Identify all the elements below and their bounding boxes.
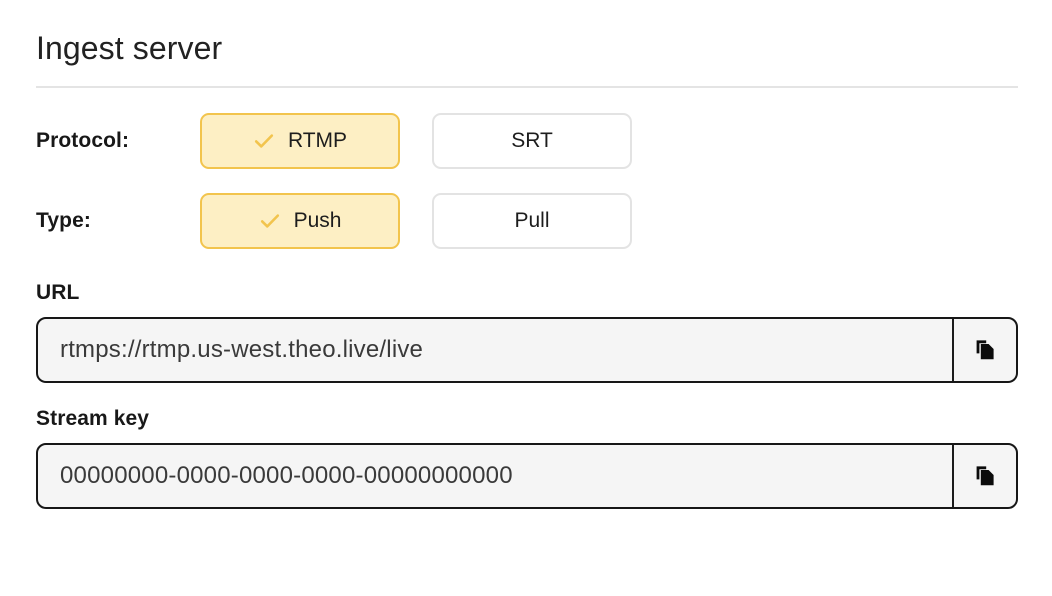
copy-icon [972, 463, 998, 489]
protocol-option-rtmp[interactable]: RTMP [200, 113, 400, 170]
protocol-label: Protocol: [36, 129, 130, 153]
check-icon [253, 130, 275, 152]
stream-key-label: Stream key [36, 407, 150, 431]
copy-icon [972, 337, 998, 363]
url-field-block: URL rtmps://rtmp.us-west.theo.live/live [36, 281, 1018, 384]
protocol-row: Protocol: RTMP SRT [36, 113, 1016, 170]
url-field[interactable]: rtmps://rtmp.us-west.theo.live/live [36, 317, 1018, 384]
url-value[interactable]: rtmps://rtmp.us-west.theo.live/live [60, 336, 424, 364]
type-option-push[interactable]: Push [200, 193, 400, 250]
protocol-option-srt-label: SRT [511, 129, 553, 153]
type-option-push-label: Push [293, 209, 342, 233]
protocol-option-srt[interactable]: SRT [432, 113, 632, 170]
stream-key-field-divider [952, 445, 954, 508]
url-label: URL [36, 281, 80, 305]
type-row: Type: Push Pull [36, 193, 1016, 250]
type-option-pull-label: Pull [514, 209, 550, 233]
url-field-divider [952, 319, 954, 382]
stream-key-field[interactable]: 00000000-0000-0000-0000-00000000000 [36, 443, 1018, 510]
stream-key-value[interactable]: 00000000-0000-0000-0000-00000000000 [60, 462, 513, 490]
type-label: Type: [36, 209, 91, 233]
stream-key-field-block: Stream key 00000000-0000-0000-0000-00000… [36, 407, 1018, 510]
check-icon [259, 210, 281, 232]
copy-stream-key-button[interactable] [954, 445, 1016, 507]
page-title: Ingest server [36, 30, 223, 66]
type-option-pull[interactable]: Pull [432, 193, 632, 250]
title-divider [36, 86, 1018, 89]
copy-url-button[interactable] [954, 319, 1016, 381]
protocol-option-rtmp-label: RTMP [287, 129, 348, 153]
